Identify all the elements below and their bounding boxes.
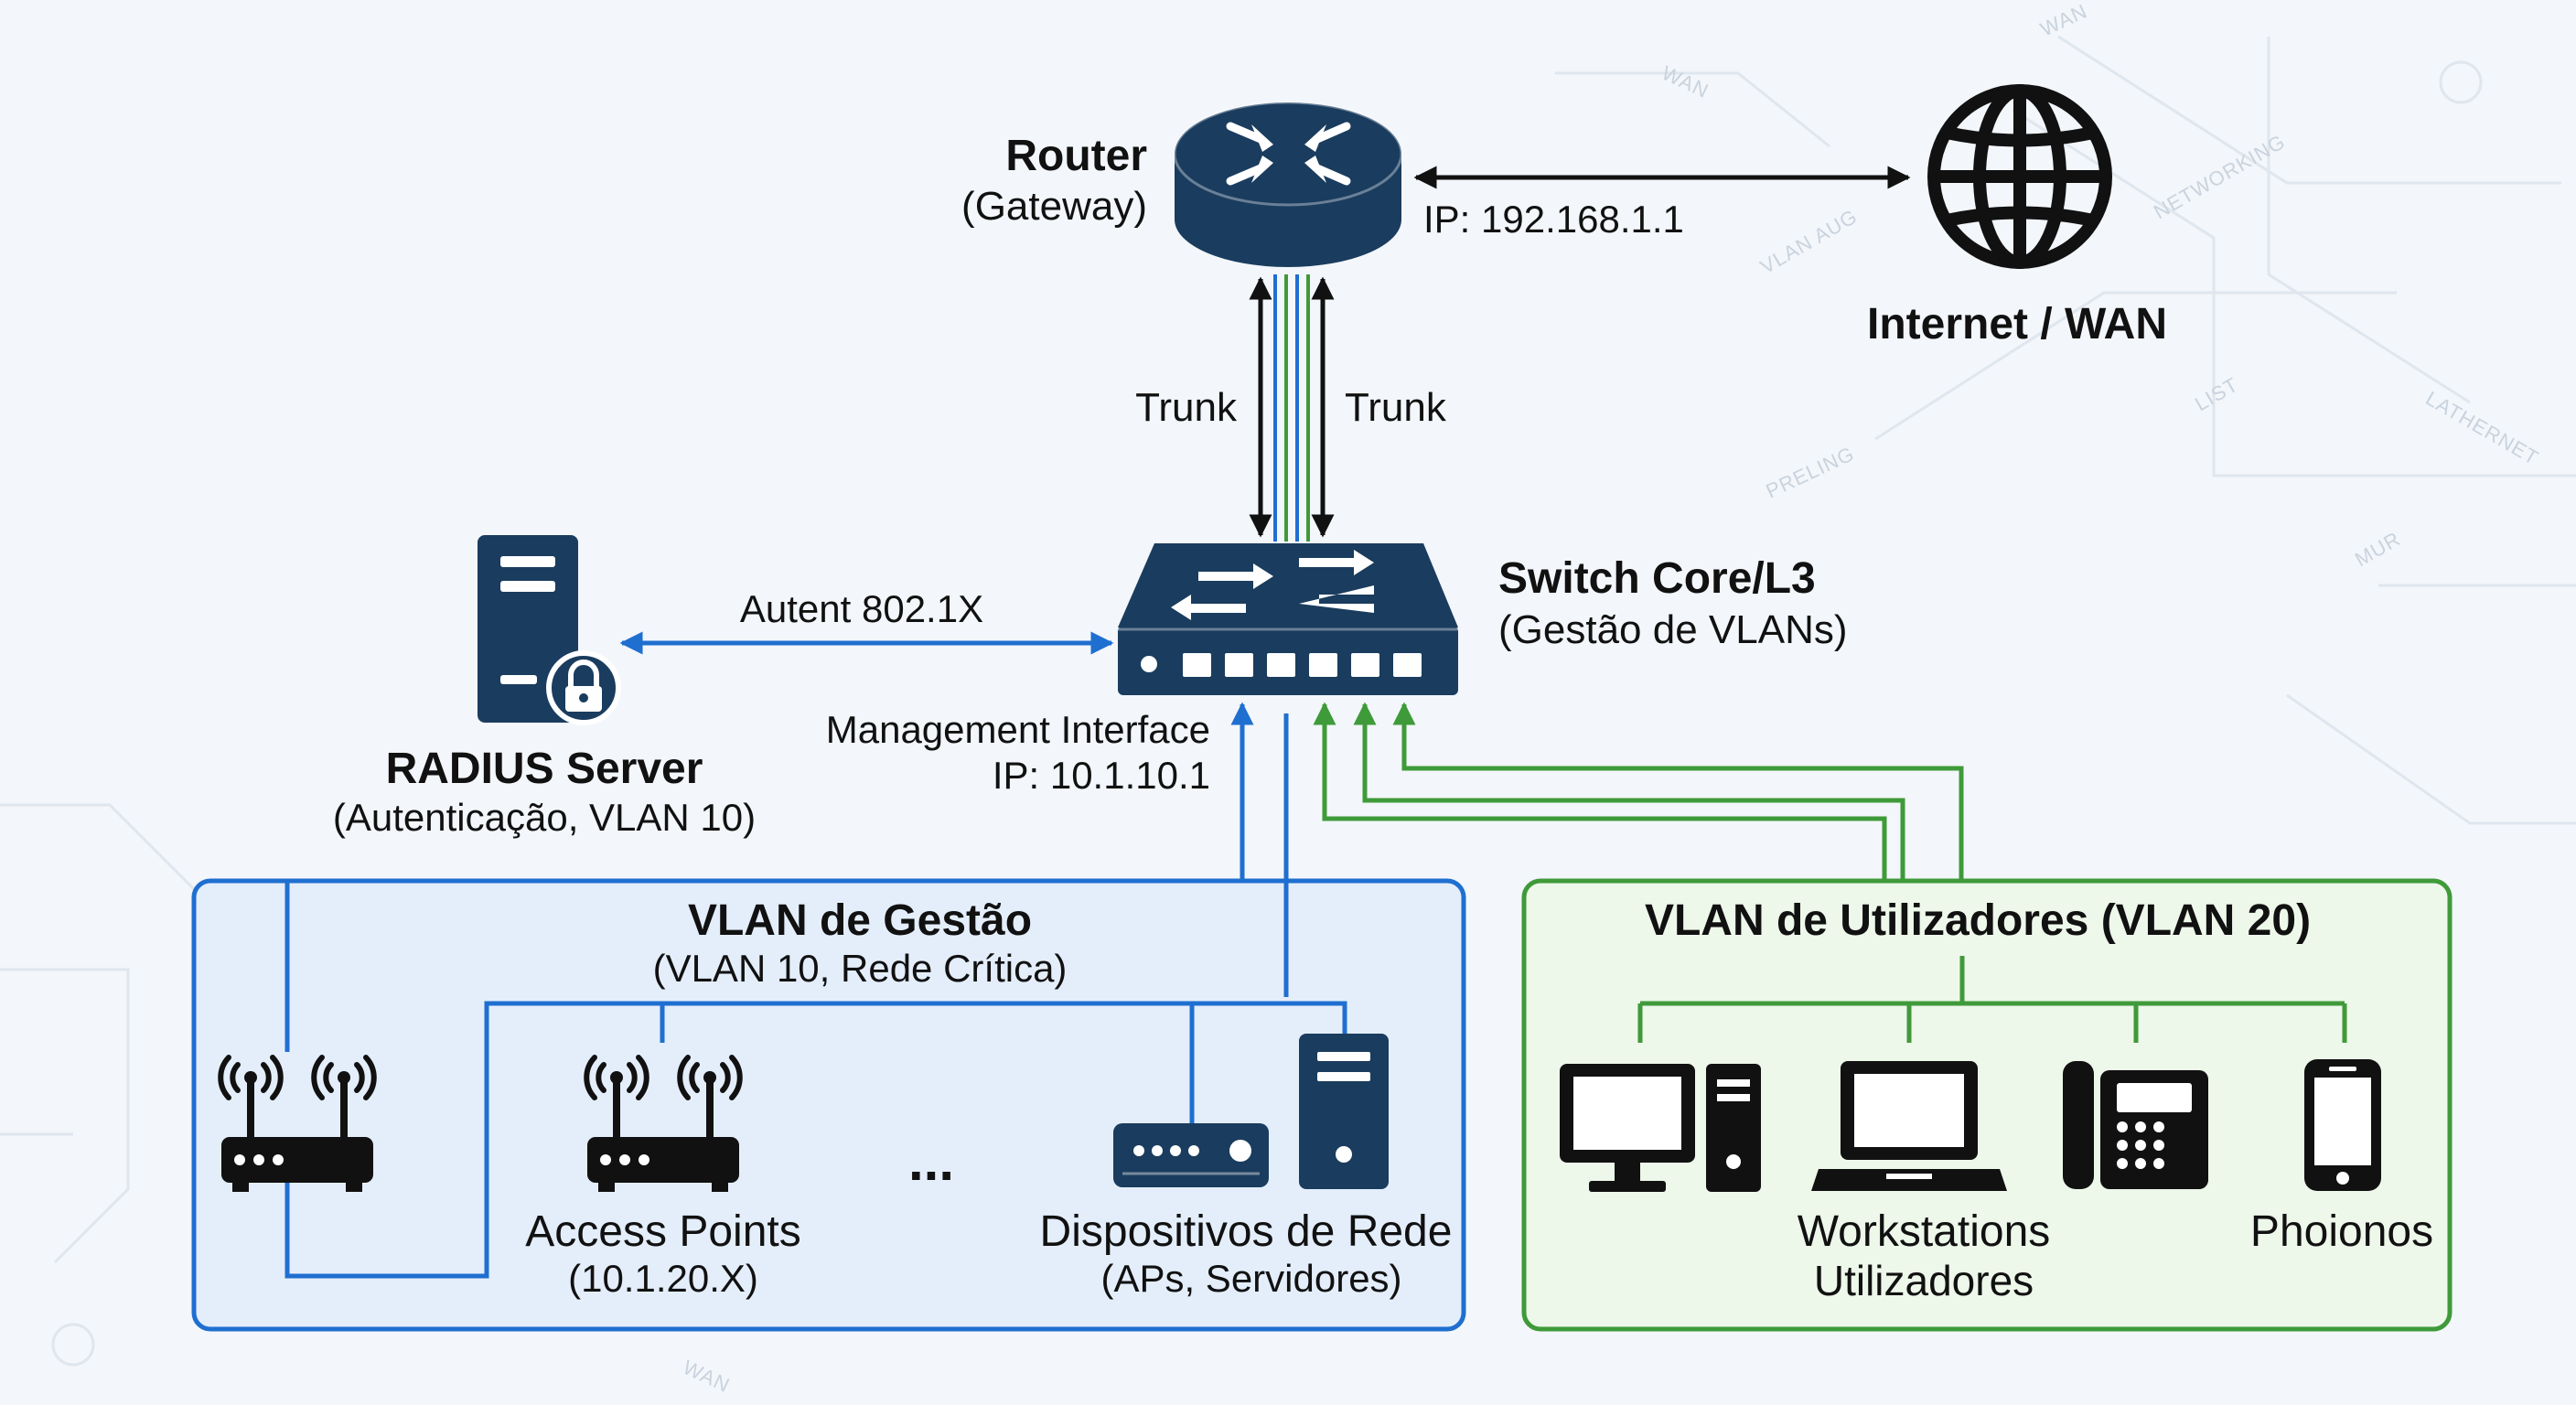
management-interface-label: Management Interface [826,708,1210,751]
svg-text:WAN: WAN [2037,0,2091,41]
svg-text:VLAN AUG: VLAN AUG [1756,205,1862,279]
desk-phone-icon [2063,1061,2208,1189]
router-ip: IP: 192.168.1.1 [1423,198,1684,241]
devices-label: Dispositivos de Rede [1040,1207,1453,1256]
svg-text:WAN: WAN [680,1356,734,1397]
trunk-label-left: Trunk [1135,385,1238,430]
vlan-mgmt-subtitle: (VLAN 10, Rede Crítica) [653,947,1068,990]
server-icon [1299,1034,1389,1189]
router-subtitle: (Gateway) [961,184,1147,229]
svg-text:LATHERNET: LATHERNET [2422,387,2543,470]
vlan-mgmt-box [191,878,1466,1332]
phones-label: Phoionos [2250,1207,2433,1256]
background-circuit [0,35,2576,1367]
internet-label: Internet / WAN [1867,300,2167,349]
access-point-icon [584,1055,743,1192]
trunk-bundle [1249,274,1335,542]
vlan-users-title: VLAN de Utilizadores (VLAN 20) [1645,896,2311,945]
trunk-label-right: Trunk [1345,385,1447,430]
vlan-mgmt-title: VLAN de Gestão [688,896,1032,945]
devices-sublabel: (APs, Servidores) [1100,1257,1401,1300]
svg-text:WAN: WAN [1658,61,1712,102]
router-icon [1173,101,1403,267]
switch-subtitle: (Gestão de VLANs) [1498,607,1848,652]
radius-link-label: Autent 802.1X [740,587,983,630]
switch-icon [1118,543,1458,695]
workstations-sublabel: Utilizadores [1814,1257,2034,1304]
smartphone-icon [2304,1059,2381,1191]
globe-icon [1927,84,2112,269]
laptop-icon [1811,1061,2007,1191]
lock-icon [546,650,621,725]
user-uplinks [1313,702,2347,1043]
radius-title: RADIUS Server [386,745,703,793]
svg-text:LIST: LIST [2191,372,2242,415]
workstations-label: Workstations [1798,1207,2051,1256]
router-title: Router [1005,132,1147,180]
radius-subtitle: (Autenticação, VLAN 10) [333,796,756,839]
access-points-sublabel: (10.1.20.X) [568,1257,758,1300]
svg-text:MUR: MUR [2351,527,2404,571]
vlan-mgmt-ellipsis: ... [908,1131,954,1192]
svg-text:PRELING: PRELING [1763,442,1858,502]
network-device-icon [1113,1123,1269,1187]
mgmt-uplinks [284,702,1347,1279]
access-points-label: Access Points [525,1207,800,1256]
vlan-users-box [1521,878,2453,1332]
desktop-computer-icon [1560,1064,1761,1192]
management-interface-ip: IP: 10.1.10.1 [993,754,1210,797]
access-point-icon [218,1055,377,1192]
switch-title: Switch Core/L3 [1498,554,1816,603]
